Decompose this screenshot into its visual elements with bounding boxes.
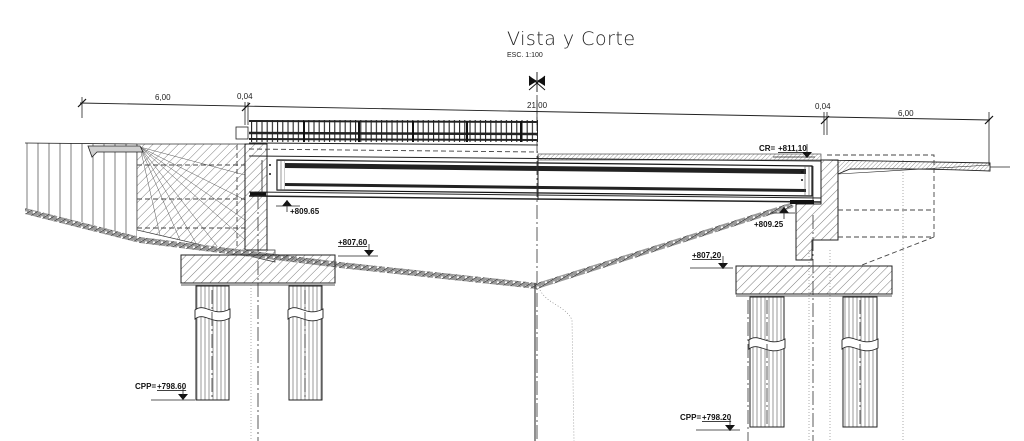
title-block: Vista y Corte ESC. 1:100 (507, 28, 636, 92)
svg-text:+811,10: +811,10 (778, 144, 807, 153)
dim-left-span: 6,00 (155, 93, 171, 102)
svg-text:CR=: CR= (759, 144, 776, 153)
left-embankment (24, 142, 537, 289)
left-pile-2 (287, 285, 324, 401)
level-left-bearing: +809.65 (276, 200, 320, 216)
right-piles (747, 296, 879, 441)
section-arrow-icon (528, 72, 546, 92)
level-left-footing: +807,60 (338, 238, 378, 257)
right-abutment (735, 154, 1010, 441)
dim-right-span: 6,00 (898, 109, 914, 118)
right-pile-1 (748, 296, 786, 428)
drawing-scale: ESC. 1:100 (507, 52, 543, 59)
left-foundation (180, 195, 336, 441)
dim-left-gap: 0,04 (237, 92, 253, 101)
svg-text:CPP=: CPP= (680, 413, 701, 422)
level-right-pile-tip: CPP= +798.20 (680, 413, 740, 431)
right-slope (537, 203, 795, 289)
dimension-line: 6,00 0,04 21,00 0,04 6,00 (77, 92, 994, 165)
svg-text:+798.60: +798.60 (157, 382, 187, 391)
drawing-title: Vista y Corte (507, 28, 636, 50)
dim-right-gap: 0,04 (815, 102, 831, 111)
left-pile-1 (194, 285, 231, 401)
svg-text:+798.20: +798.20 (702, 413, 732, 422)
bridge-deck (235, 120, 822, 203)
svg-text:+807,20: +807,20 (692, 251, 722, 260)
level-left-pile-tip: CPP= +798.60 (135, 382, 195, 401)
level-crown: CR= +811,10 (759, 144, 815, 158)
svg-text:+809.65: +809.65 (290, 207, 320, 216)
svg-text:CPP=: CPP= (135, 382, 156, 391)
level-right-bearing: +809.25 (754, 207, 795, 229)
svg-text:+809.25: +809.25 (754, 220, 784, 229)
right-pile-2 (841, 296, 879, 428)
svg-text:+807,60: +807,60 (338, 238, 368, 247)
level-right-footing: +807,20 (690, 251, 733, 269)
